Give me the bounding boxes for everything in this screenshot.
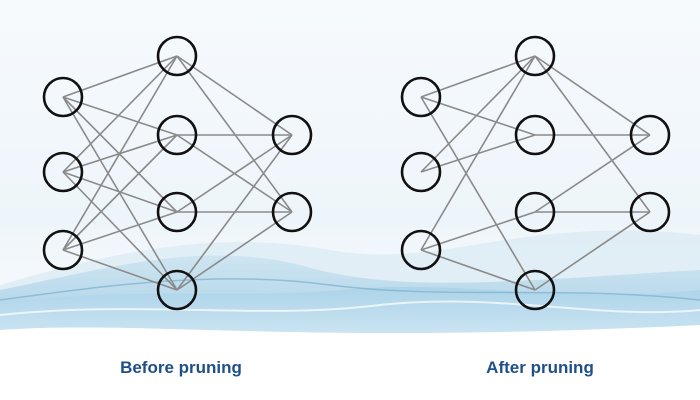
connection	[176, 134, 293, 213]
network-before	[42, 35, 313, 311]
connection	[420, 55, 536, 251]
connection	[534, 55, 651, 136]
connection	[176, 55, 293, 213]
output-node	[271, 114, 313, 156]
hidden-node	[156, 114, 198, 156]
output-node	[629, 114, 671, 156]
hidden-node	[514, 269, 556, 311]
hidden-node	[156, 269, 198, 311]
hidden-node	[514, 35, 556, 77]
connection	[420, 55, 536, 173]
connection	[62, 55, 178, 173]
connection	[62, 134, 178, 251]
before-pruning-label: Before pruning	[120, 358, 242, 377]
output-node	[271, 191, 313, 233]
input-node	[42, 151, 84, 193]
connection	[176, 134, 293, 291]
hidden-node	[156, 35, 198, 77]
hidden-node	[514, 114, 556, 156]
hidden-node	[156, 191, 198, 233]
connection	[534, 134, 651, 213]
connection	[176, 211, 293, 291]
connection	[176, 55, 293, 136]
input-node	[400, 229, 442, 271]
input-node	[400, 76, 442, 118]
after-pruning-label: After pruning	[486, 358, 594, 377]
input-node	[42, 229, 84, 271]
connection	[534, 55, 651, 213]
input-node	[400, 151, 442, 193]
output-node	[629, 191, 671, 233]
input-node	[42, 76, 84, 118]
hidden-node	[514, 191, 556, 233]
connection	[534, 211, 651, 291]
connection	[420, 96, 536, 291]
network-after	[400, 35, 671, 311]
connection	[62, 55, 178, 251]
